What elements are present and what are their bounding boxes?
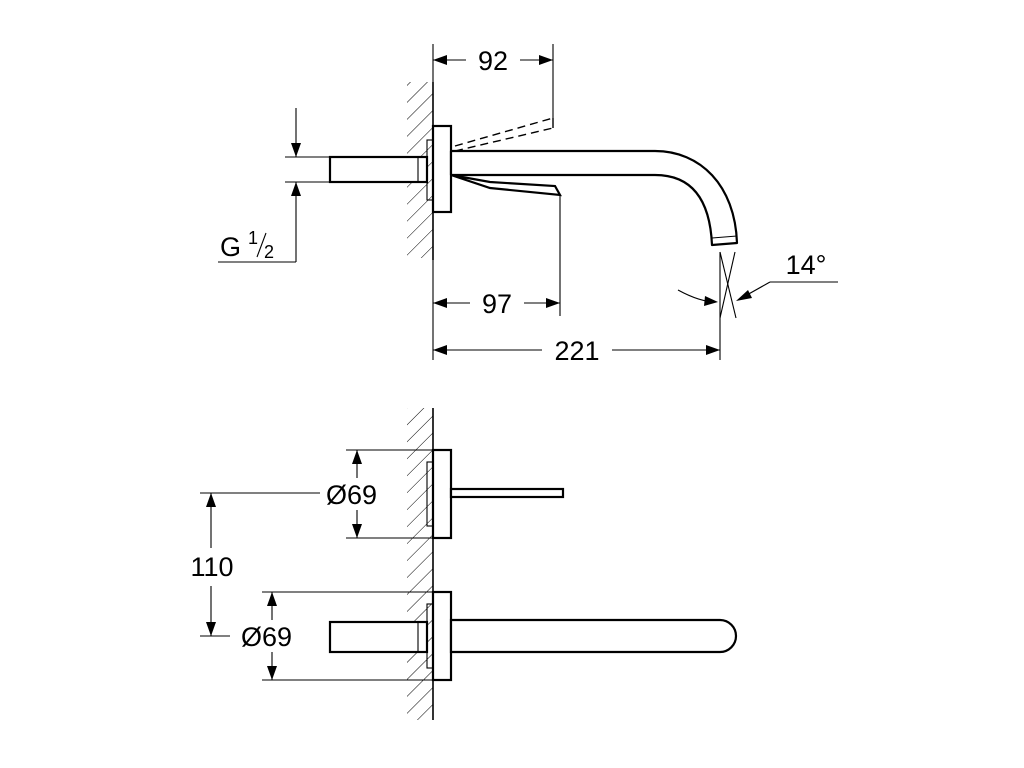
spout-body [449,149,739,247]
dia-upper-label: Ø69 [326,480,377,510]
thread-g-label: G [220,232,241,262]
thread-denominator: 2 [264,242,274,262]
dim-110-label: 110 [190,552,233,582]
handle-upper-dashed [454,117,554,147]
spout-top [449,618,738,654]
lever [449,487,565,499]
upper-plate [431,448,453,540]
side-view: 92 97 221 14° G 1 2 [218,44,838,366]
inlet-pipe [328,155,429,184]
wall-hatching-lower [407,408,433,720]
thread-numerator: 1 [248,228,258,248]
dim-angle-label: 14° [786,250,827,280]
lower-plate [431,590,453,682]
dim-92-label: 92 [478,46,508,76]
dia-lower-label: Ø69 [241,622,292,652]
escutcheon-plate [431,124,453,214]
dim-97-label: 97 [482,289,512,319]
dim-221-label: 221 [554,336,599,366]
inlet-pipe-top [328,620,429,654]
top-view: Ø69 110 Ø69 [190,408,738,720]
handle-lower [450,173,562,197]
